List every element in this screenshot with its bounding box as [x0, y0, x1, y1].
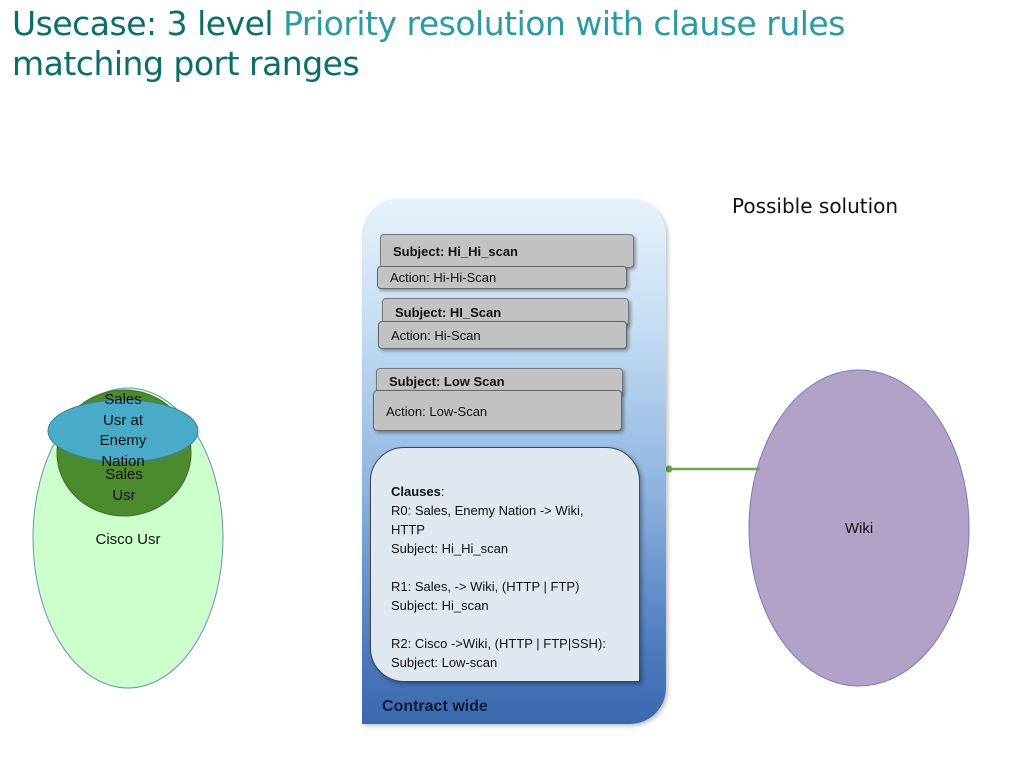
clauses-heading-line: Clauses: [391, 484, 445, 499]
title-part-2: Priority resolution with clause rules [283, 4, 845, 43]
title-part-1: Usecase: 3 level [12, 4, 284, 43]
clause-line: Subject: Hi_scan [391, 598, 489, 613]
contract-wide-label: Contract wide [382, 698, 488, 715]
clause-line [391, 615, 631, 634]
title-part-3: matching port ranges [12, 44, 360, 83]
cisco-usr-label: Cisco Usr [95, 531, 161, 548]
clause-line: Subject: Hi_Hi_scan [391, 541, 509, 556]
subject-label: Subject: Low Scan [389, 374, 505, 389]
clause-line: HTTP [391, 522, 425, 537]
page-title: Usecase: 3 level Priority resolution wit… [12, 4, 1012, 84]
subject-box-hi-hi-scan: Subject: Hi_Hi_scan [380, 234, 634, 268]
clause-line: Subject: Low-scan [391, 655, 498, 670]
sales-usr-label: Sales Usr [105, 466, 143, 504]
clauses-heading: Clauses [391, 484, 441, 499]
action-box-hi-scan: Action: Hi-Scan [378, 321, 627, 349]
action-box-low-scan: Action: Low-Scan [373, 390, 622, 431]
clause-line: R2: Cisco ->Wiki, (HTTP | FTP|SSH): [391, 636, 606, 651]
subject-label: Subject: Hi_Hi_scan [393, 244, 518, 259]
enemy-nation-ellipse [47, 399, 199, 463]
clauses-box: Clauses: R0: Sales, Enemy Nation -> Wiki… [370, 447, 640, 682]
enemy-nation-label: Sales Usr at Enemy Nation [99, 391, 147, 470]
action-box-hi-hi-scan: Action: Hi-Hi-Scan [377, 266, 627, 289]
possible-solution-label: Possible solution [732, 194, 899, 218]
wiki-label: Wiki [844, 520, 874, 537]
connector-dot [665, 465, 673, 473]
clause-line [391, 558, 631, 577]
clause-line: R0: Sales, Enemy Nation -> Wiki, [391, 503, 584, 518]
subject-label: Subject: HI_Scan [395, 305, 502, 320]
wiki-ellipse [748, 369, 970, 687]
clause-line: R1: Sales, -> Wiki, (HTTP | FTP) [391, 579, 580, 594]
